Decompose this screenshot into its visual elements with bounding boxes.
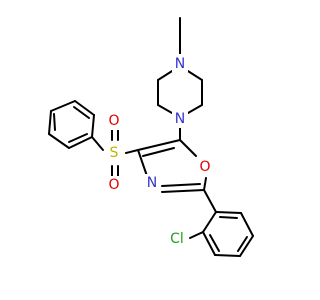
bond [161,183,201,187]
bond [157,104,173,114]
bond [215,211,242,214]
bond [209,234,220,252]
bond [179,139,197,157]
atom-labels: N N S O O O N Cl [106,54,213,248]
bond [50,100,76,112]
atom-label-o-sulfonyl-top: O [108,113,119,129]
bond [202,231,216,256]
bond [73,106,90,119]
bond [137,139,181,151]
bond [53,113,56,131]
bond [161,189,205,193]
atom-label-o-sulfonyl-bottom: O [108,177,119,193]
bond [125,149,139,154]
atom-label-cl: Cl [170,231,184,247]
bond [202,211,217,233]
bond [91,136,104,151]
bond [219,216,238,219]
bond [214,254,241,257]
bond [240,212,254,237]
bond [48,110,52,135]
bond [239,235,254,257]
atom-label-s-sulfonyl: S [110,145,119,161]
bond [142,147,175,157]
chlorophenyl-ring [189,189,254,257]
molecule-structure: N N S O O O N Cl [48,17,254,257]
bond [68,133,88,143]
bond [137,149,148,177]
bond [48,133,70,149]
molecule-diagram: N N S O O O N Cl [48,17,254,257]
bond [189,231,204,239]
atom-label-n-oxazole: N [147,175,157,191]
bond [187,104,203,114]
bond [68,136,93,149]
bond [74,100,95,116]
atom-label-n-methyl: N [175,56,185,72]
atom-label-o-oxazole: O [199,159,210,175]
bond [91,114,95,138]
phenyl-ring [48,100,95,149]
bond [203,189,217,213]
bond [237,236,248,252]
oxazole-ring [137,139,207,193]
atom-label-n-piperazine: N [175,111,185,127]
bond [203,177,207,191]
